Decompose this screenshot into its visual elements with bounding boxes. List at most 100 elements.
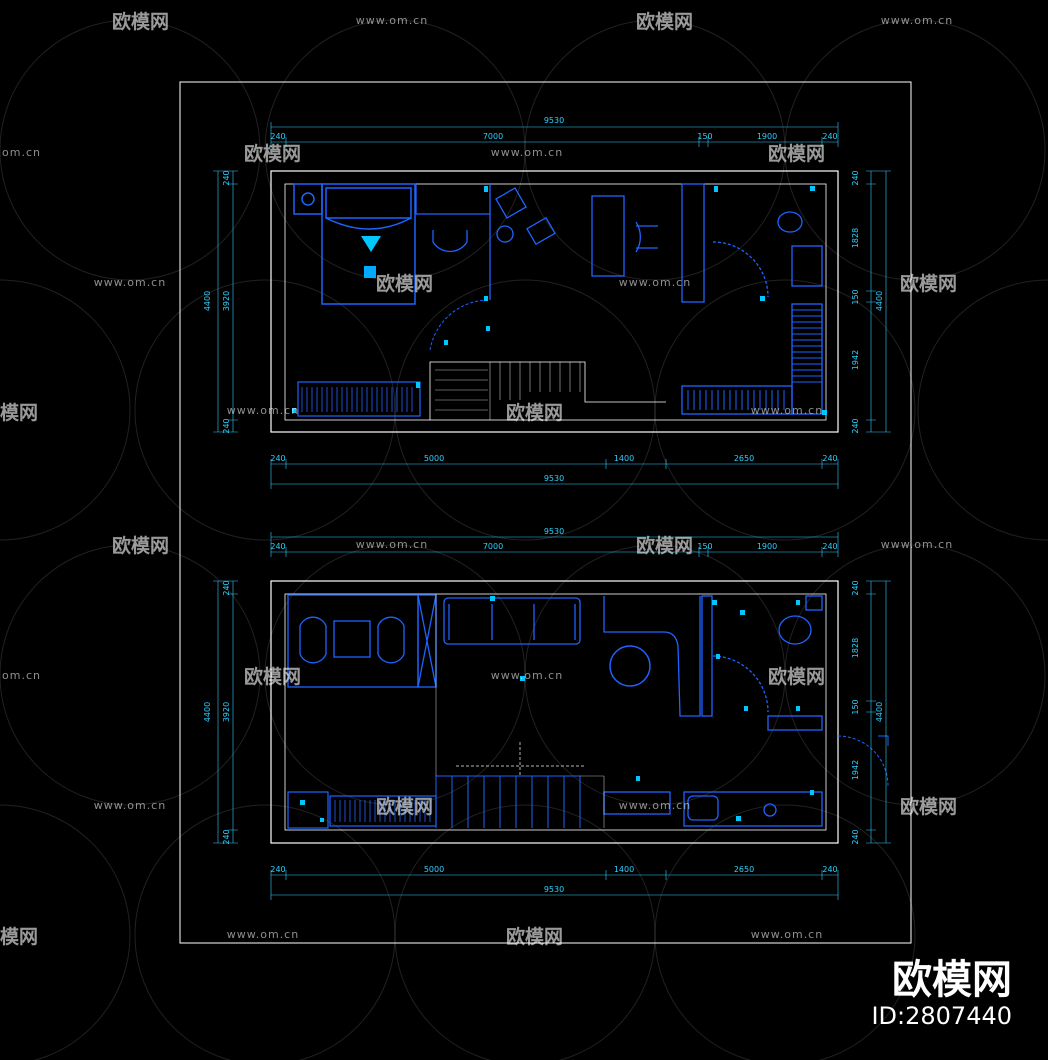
watermark-brand: 欧模网 xyxy=(636,534,693,557)
dim-total: 4400 xyxy=(875,702,884,722)
dim-total: 4400 xyxy=(875,291,884,311)
watermark-arcs xyxy=(0,19,1048,1060)
watermark-site: www.om.cn xyxy=(356,14,428,27)
ground-inner-wall xyxy=(284,593,827,831)
watermark-brand: 欧模网 xyxy=(112,10,169,33)
sheet-border xyxy=(179,81,912,944)
bed-marker-icon xyxy=(361,236,381,252)
dim-seg: 1828 xyxy=(851,228,860,248)
dim-seg: 5000 xyxy=(424,454,444,463)
dim-seg: 240 xyxy=(851,418,860,433)
watermark-site-partial: om.cn xyxy=(2,146,41,159)
watermark-brand: 欧模网 xyxy=(112,534,169,557)
dim-seg: 1900 xyxy=(757,542,777,551)
sofa-icon xyxy=(443,597,581,645)
watermark-site: www.om.cn xyxy=(94,799,166,812)
watermark-site: www.om.cn xyxy=(227,404,299,417)
watermark-site: www.om.cn xyxy=(881,14,953,27)
dim-seg: 150 xyxy=(697,132,712,141)
watermark-site: www.om.cn xyxy=(619,799,691,812)
watermark-brand: 欧模网 xyxy=(244,142,301,165)
dim-seg: 1942 xyxy=(851,760,860,780)
dim-seg: 240 xyxy=(222,580,231,595)
dim-seg: 240 xyxy=(270,865,285,874)
bathroom-fixtures-icon xyxy=(701,595,823,731)
dim-seg: 150 xyxy=(697,542,712,551)
wardrobe-icon xyxy=(297,381,421,417)
upper-dim-lines xyxy=(213,122,891,489)
watermark-brand: 欧模网 xyxy=(768,142,825,165)
dim-total: 4400 xyxy=(203,291,212,311)
dining-table-icon xyxy=(287,594,437,688)
ground-floor-plan: 9530 240 7000 150 1900 240 240 5000 1400… xyxy=(203,527,891,900)
watermark-brand: 欧模网 xyxy=(244,665,301,688)
ground-dim-labels: 9530 240 7000 150 1900 240 240 5000 1400… xyxy=(203,527,884,894)
dim-seg: 240 xyxy=(822,454,837,463)
dim-total: 9530 xyxy=(544,474,564,483)
watermark-site: www.om.cn xyxy=(94,276,166,289)
dim-seg: 3920 xyxy=(222,702,231,722)
watermark-brand: 欧模网 xyxy=(636,10,693,33)
watermark-site: www.om.cn xyxy=(619,276,691,289)
dim-seg: 240 xyxy=(222,418,231,433)
dim-seg: 240 xyxy=(270,542,285,551)
dim-total: 9530 xyxy=(544,885,564,894)
dim-seg: 240 xyxy=(851,829,860,844)
desk-icon xyxy=(591,195,658,277)
watermark-brand-partial: 模网 xyxy=(0,925,38,948)
watermarks: www.om.cn www.om.cn www.om.cn www.om.cn … xyxy=(0,10,957,948)
watermark-brand: 欧模网 xyxy=(506,401,563,424)
dim-total: 4400 xyxy=(203,702,212,722)
dim-seg: 240 xyxy=(270,132,285,141)
dim-seg: 1400 xyxy=(614,865,634,874)
watermark-brand-partial: 模网 xyxy=(0,401,38,424)
ground-outer-wall xyxy=(270,580,839,844)
ground-dim-lines xyxy=(213,532,891,900)
dim-seg: 2650 xyxy=(734,454,754,463)
dim-seg: 240 xyxy=(822,865,837,874)
dim-seg: 150 xyxy=(851,699,860,714)
watermark-brand: 欧模网 xyxy=(900,795,957,818)
dim-total: 9530 xyxy=(544,527,564,536)
staircase-icon xyxy=(681,303,823,415)
watermark-brand: 欧模网 xyxy=(900,272,957,295)
watermark-site-partial: om.cn xyxy=(2,669,41,682)
upper-outer-wall xyxy=(270,170,839,433)
watermark-site: www.om.cn xyxy=(491,146,563,159)
round-table-icon xyxy=(609,645,651,687)
dim-seg: 240 xyxy=(222,829,231,844)
dim-seg: 240 xyxy=(851,580,860,595)
watermark-brand: 欧模网 xyxy=(376,795,433,818)
dim-total: 9530 xyxy=(544,116,564,125)
upper-inner-wall xyxy=(284,183,827,421)
brand-name: 欧模网 xyxy=(892,957,1012,1003)
dim-seg: 150 xyxy=(851,289,860,304)
dim-seg: 1400 xyxy=(614,454,634,463)
watermark-site: www.om.cn xyxy=(881,538,953,551)
watermark-site: www.om.cn xyxy=(751,928,823,941)
armchair-icon xyxy=(495,187,556,246)
dim-seg: 1900 xyxy=(757,132,777,141)
watermark-brand: 欧模网 xyxy=(506,925,563,948)
watermark-brand: 欧模网 xyxy=(376,272,433,295)
dim-seg: 3920 xyxy=(222,291,231,311)
dim-seg: 240 xyxy=(822,542,837,551)
watermark-site: www.om.cn xyxy=(491,669,563,682)
bed-icon xyxy=(293,183,416,305)
dim-seg: 5000 xyxy=(424,865,444,874)
upper-floor-plan: 9530 240 7000 150 1900 240 240 5000 1400… xyxy=(203,116,891,489)
dim-seg: 7000 xyxy=(483,542,503,551)
dim-seg: 1942 xyxy=(851,350,860,370)
dim-seg: 1828 xyxy=(851,638,860,658)
dim-seg: 240 xyxy=(270,454,285,463)
brand-badge: 欧模网 ID:2807440 xyxy=(871,958,1012,1030)
dim-seg: 240 xyxy=(822,132,837,141)
watermark-site: www.om.cn xyxy=(356,538,428,551)
staircase-icon xyxy=(435,742,584,828)
model-id: ID:2807440 xyxy=(871,1002,1012,1030)
dim-seg: 240 xyxy=(222,170,231,185)
bathroom-fixtures-icon xyxy=(681,183,823,303)
dim-seg: 240 xyxy=(851,170,860,185)
upper-dim-labels: 9530 240 7000 150 1900 240 240 5000 1400… xyxy=(203,116,884,483)
